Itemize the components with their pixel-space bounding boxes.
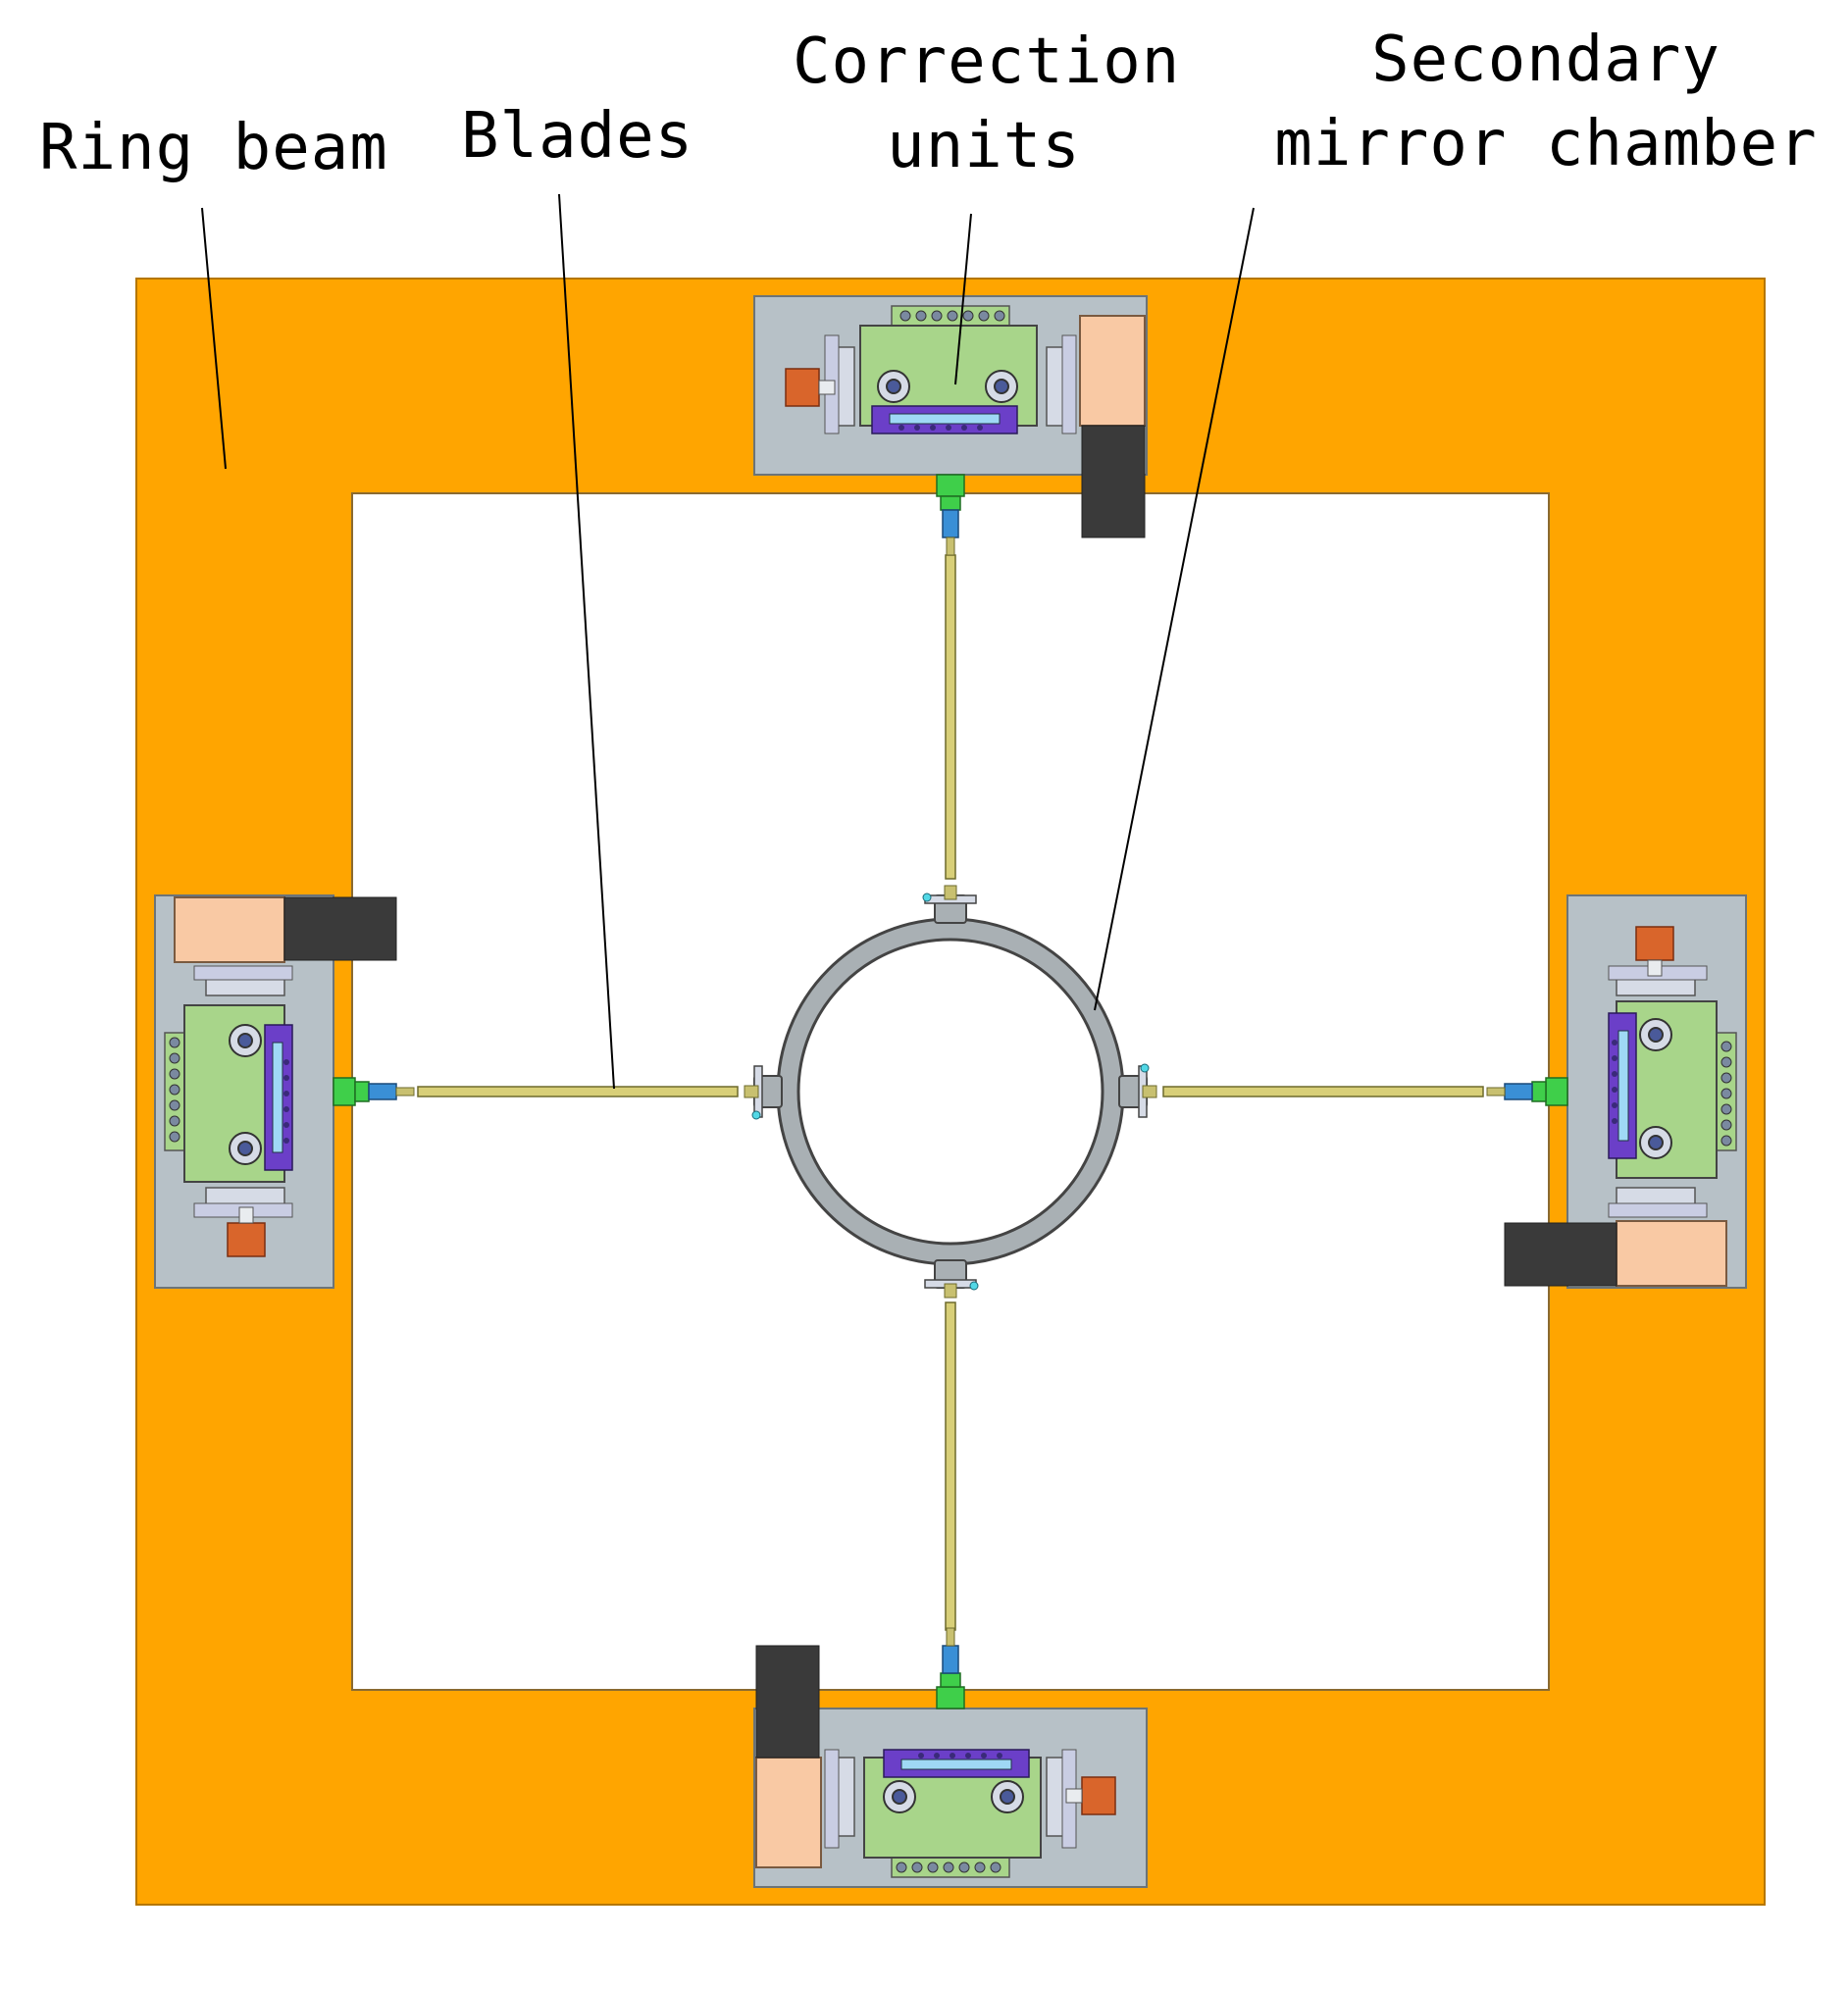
blade-left <box>417 1086 739 1097</box>
blades <box>417 554 1484 1631</box>
leader-line-blades <box>558 193 615 1090</box>
label-ring-beam: Ring beam <box>39 106 388 190</box>
blade-right <box>1162 1086 1484 1097</box>
leader-line-correction-units <box>954 213 972 385</box>
label-ring-beam-text: Ring beam <box>39 112 388 184</box>
blade-top <box>945 554 956 880</box>
label-blades: Blades <box>461 94 693 178</box>
label-correction-units-line1: Correction <box>793 26 1181 98</box>
label-secondary-mirror-chamber-line2: mirror chamber <box>1274 108 1818 180</box>
leader-line-secondary-mirror-chamber <box>1094 207 1255 1011</box>
label-correction-units: Correction units <box>793 20 1181 188</box>
leader-line-ring-beam <box>201 207 227 470</box>
label-secondary-mirror-chamber: Secondary mirror chamber <box>1271 18 1821 186</box>
blade-bottom <box>945 1301 956 1631</box>
label-secondary-mirror-chamber-line1: Secondary <box>1371 24 1720 96</box>
label-blades-text: Blades <box>461 100 694 173</box>
label-correction-units-line2: units <box>887 110 1081 182</box>
secondary-mirror-chamber <box>744 885 1157 1299</box>
